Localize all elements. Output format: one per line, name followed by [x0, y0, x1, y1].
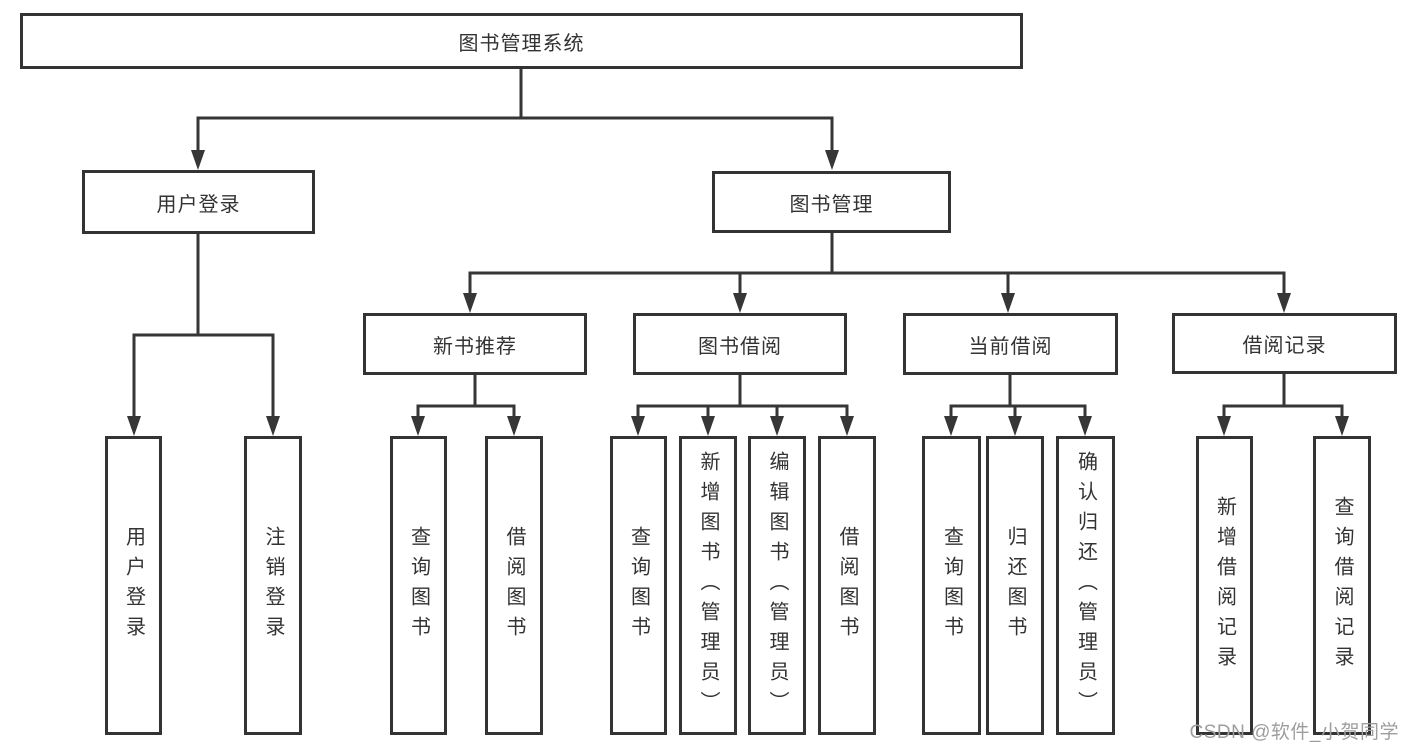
leaf-record-add-record: 新增借阅记录 — [1196, 436, 1253, 735]
leaf-current-query-book-label: 查询图书 — [940, 525, 963, 646]
connector-user-login-to-children — [127, 232, 280, 436]
node-user-login-group-label: 用户登录 — [156, 193, 241, 216]
leaf-current-return-book-label: 归还图书 — [1004, 525, 1026, 646]
leaf-logout: 注销登录 — [244, 436, 302, 735]
node-user-login-group: 用户登录 — [82, 170, 315, 234]
leaf-current-query-book: 查询图书 — [922, 436, 981, 735]
node-new-book-rec-label: 新书推荐 — [433, 335, 517, 358]
connector-borrow-record-to-leaves — [1217, 372, 1349, 436]
node-root-system-label: 图书管理系统 — [458, 32, 585, 55]
leaf-current-return-book: 归还图书 — [986, 436, 1044, 735]
node-root-system: 图书管理系统 — [20, 13, 1023, 69]
leaf-current-confirm-return-admin-label: 确认归还（管理员） — [1074, 450, 1097, 721]
node-borrow-record-label: 借阅记录 — [1242, 335, 1327, 357]
leaf-record-add-record-label: 新增借阅记录 — [1213, 495, 1236, 676]
node-new-book-rec: 新书推荐 — [363, 313, 587, 375]
leaf-borrow-add-book-admin-label: 新增图书（管理员） — [697, 450, 719, 721]
leaf-borrow-query-book-label: 查询图书 — [627, 525, 650, 646]
node-book-mgmt-label: 图书管理 — [789, 193, 874, 216]
leaf-record-query-record: 查询借阅记录 — [1313, 436, 1371, 735]
leaf-newrec-query-book: 查询图书 — [390, 436, 447, 735]
node-current-borrow-label: 当前借阅 — [968, 335, 1053, 358]
leaf-user-login-label: 用户登录 — [122, 525, 145, 646]
leaf-record-query-record-label: 查询借阅记录 — [1331, 495, 1353, 676]
leaf-borrow-edit-book-admin: 编辑图书（管理员） — [748, 436, 806, 735]
node-current-borrow: 当前借阅 — [903, 313, 1118, 375]
connector-current-borrow-to-leaves — [944, 373, 1092, 436]
connector-new-book-rec-to-leaves — [411, 373, 521, 436]
leaf-borrow-query-book: 查询图书 — [610, 436, 667, 735]
leaf-logout-label: 注销登录 — [262, 525, 284, 646]
leaf-current-confirm-return-admin: 确认归还（管理员） — [1056, 436, 1115, 735]
connector-book-borrow-to-leaves — [631, 373, 854, 436]
leaf-newrec-borrow-book: 借阅图书 — [485, 436, 543, 735]
node-book-borrow-label: 图书借阅 — [698, 335, 782, 358]
connector-root-to-level2 — [191, 66, 839, 170]
node-book-borrow: 图书借阅 — [633, 313, 847, 375]
leaf-newrec-query-book-label: 查询图书 — [407, 525, 430, 646]
leaf-borrow-edit-book-admin-label: 编辑图书（管理员） — [766, 450, 788, 721]
leaf-borrow-add-book-admin: 新增图书（管理员） — [679, 436, 737, 735]
connector-book-mgmt-to-level3 — [463, 231, 1291, 313]
node-book-mgmt: 图书管理 — [712, 171, 951, 233]
leaf-user-login: 用户登录 — [105, 436, 162, 735]
node-borrow-record: 借阅记录 — [1172, 313, 1397, 374]
leaf-borrow-borrow-book-label: 借阅图书 — [836, 525, 858, 646]
leaf-newrec-borrow-book-label: 借阅图书 — [503, 525, 525, 646]
csdn-watermark: CSDN @软件_小贺同学 — [1189, 722, 1399, 743]
leaf-borrow-borrow-book: 借阅图书 — [818, 436, 876, 735]
